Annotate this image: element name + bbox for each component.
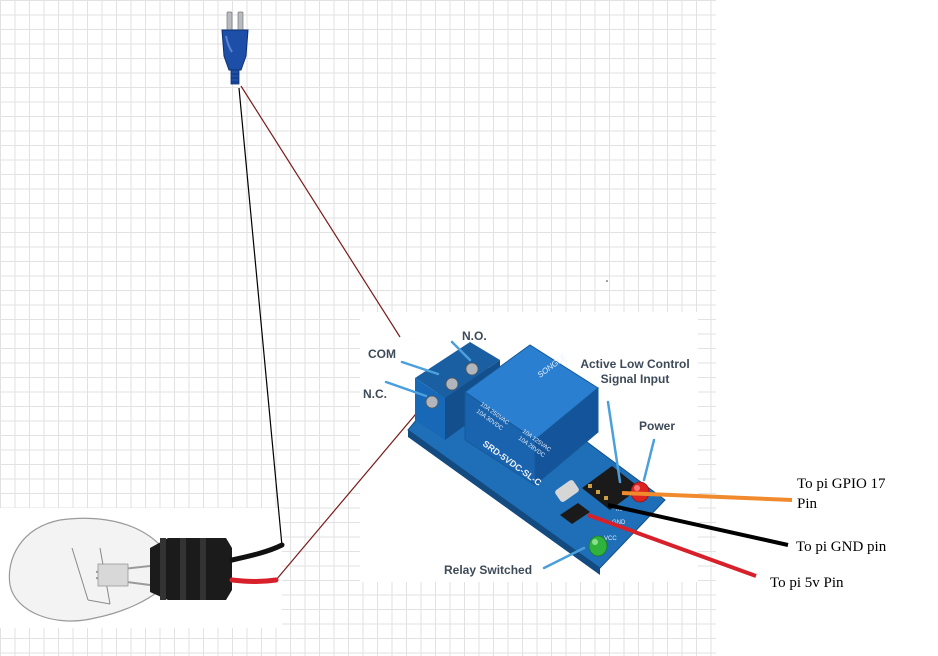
board-pin-in: IN — [616, 507, 622, 513]
board-pin-vcc: VCC — [604, 536, 617, 542]
board-pin-gnd: GND — [612, 520, 626, 526]
leader-lines — [384, 340, 656, 570]
label-no: N.O. — [462, 329, 487, 343]
pin-label-gpio-line1: To pi GPIO 17 — [797, 476, 886, 492]
label-active-low-line1: Active Low Control — [580, 357, 690, 371]
label-power: Power — [639, 419, 676, 433]
neutral-wire — [238, 87, 283, 547]
pin-label-gpio: To pi GPIO 17 Pin — [797, 474, 886, 514]
pin-label-vcc: To pi 5v Pin — [770, 575, 844, 591]
pin-label-gpio-line2: Pin — [797, 496, 818, 512]
relay-module-icon: SONGLE SRD-5VDC-SL-C 10A 250VAC 10A 30VD… — [407, 342, 666, 575]
label-active-low-line2: Signal Input — [600, 372, 670, 386]
label-nc: N.C. — [363, 387, 387, 401]
vcc-wire — [587, 513, 757, 578]
dot-mark — [606, 280, 608, 282]
live-wire-to-com — [240, 85, 401, 338]
pin-label-gnd: To pi GND pin — [796, 539, 887, 555]
gnd-wire — [607, 503, 789, 547]
label-relay-switched: Relay Switched — [444, 563, 533, 577]
gpio-wire — [621, 491, 793, 502]
plug-icon — [221, 11, 249, 85]
label-com: COM — [368, 347, 396, 361]
light-bulb-icon — [8, 517, 285, 622]
